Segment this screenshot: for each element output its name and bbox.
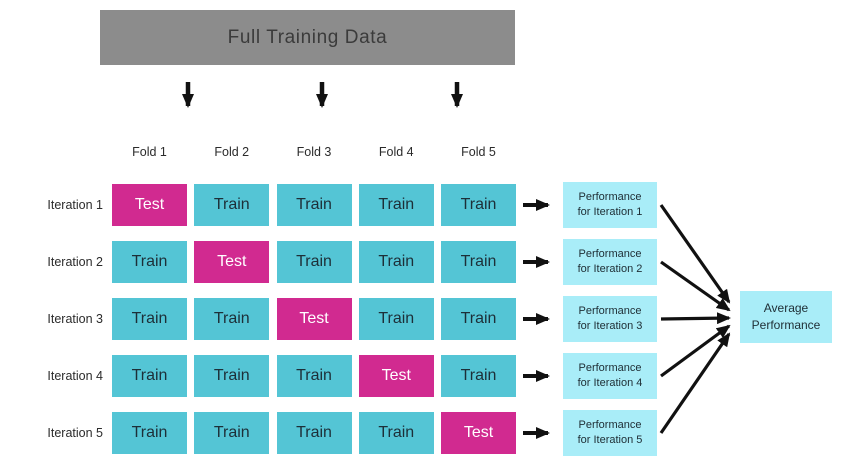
fold-cell: Test <box>441 412 516 454</box>
fold-cell: Train <box>358 412 434 454</box>
fold-grid: Test Train Train Train Train Train Test … <box>112 184 516 454</box>
fold-cell: Test <box>112 184 187 226</box>
average-line1: Average <box>763 301 809 316</box>
average-line2: Performance <box>751 318 821 332</box>
performance-box: Performance for Iteration 5 <box>563 410 657 456</box>
fold-cell: Train <box>358 241 434 283</box>
performance-line1: Performance <box>578 305 642 318</box>
converge-arrow-icon <box>659 204 731 434</box>
fold-cell: Train <box>276 412 352 454</box>
performance-line1: Performance <box>578 362 642 375</box>
fold-cell: Train <box>112 355 187 397</box>
performance-box: Performance for Iteration 4 <box>563 353 657 399</box>
average-performance-box: Average Performance <box>740 291 832 343</box>
fold-cell: Test <box>276 298 352 340</box>
fold-cell: Train <box>112 241 187 283</box>
fold-cell: Train <box>112 412 187 454</box>
fold-cell: Test <box>358 355 434 397</box>
fold-cell: Train <box>276 355 352 397</box>
full-training-data-box: Full Training Data <box>100 10 515 65</box>
row-arrow-icon <box>523 199 550 439</box>
fold-cell: Train <box>194 184 270 226</box>
down-arrow-icon <box>182 82 463 108</box>
fold-cell: Train <box>358 184 434 226</box>
fold-cell: Train <box>441 241 516 283</box>
performance-line1: Performance <box>578 419 642 432</box>
fold-cell: Train <box>441 184 516 226</box>
performance-line1: Performance <box>578 191 642 204</box>
performance-line2: for Iteration 1 <box>577 206 643 218</box>
fold-cell: Train <box>112 298 187 340</box>
full-training-data-label: Full Training Data <box>227 26 388 48</box>
fold-cell: Train <box>441 355 516 397</box>
performance-box: Performance for Iteration 3 <box>563 296 657 342</box>
iteration-label: Iteration 4 <box>47 369 103 383</box>
fold-cell: Train <box>358 298 434 340</box>
fold-headers: Fold 1 Fold 2 Fold 3 Fold 4 Fold 5 <box>112 145 516 159</box>
fold-cell: Train <box>276 184 352 226</box>
fold-header: Fold 5 <box>461 145 496 159</box>
fold-header: Fold 1 <box>132 145 167 159</box>
performance-line2: for Iteration 4 <box>577 377 643 389</box>
fold-cell: Test <box>194 241 270 283</box>
performance-line2: for Iteration 2 <box>577 263 643 275</box>
iteration-label: Iteration 2 <box>47 255 103 269</box>
fold-cell: Train <box>194 412 270 454</box>
iteration-label: Iteration 5 <box>47 426 103 440</box>
iteration-label: Iteration 3 <box>47 312 103 326</box>
fold-cell: Train <box>276 241 352 283</box>
performance-box: Performance for Iteration 1 <box>563 182 657 228</box>
fold-cell: Train <box>441 298 516 340</box>
fold-cell: Train <box>194 298 270 340</box>
iteration-label: Iteration 1 <box>47 198 103 212</box>
fold-header: Fold 3 <box>296 145 332 159</box>
performance-line2: for Iteration 5 <box>577 434 643 446</box>
performance-line2: for Iteration 3 <box>577 320 643 332</box>
performance-line1: Performance <box>578 248 642 261</box>
fold-cell: Train <box>194 355 270 397</box>
fold-header: Fold 2 <box>214 145 250 159</box>
performance-box: Performance for Iteration 2 <box>563 239 657 285</box>
fold-header: Fold 4 <box>378 145 414 159</box>
